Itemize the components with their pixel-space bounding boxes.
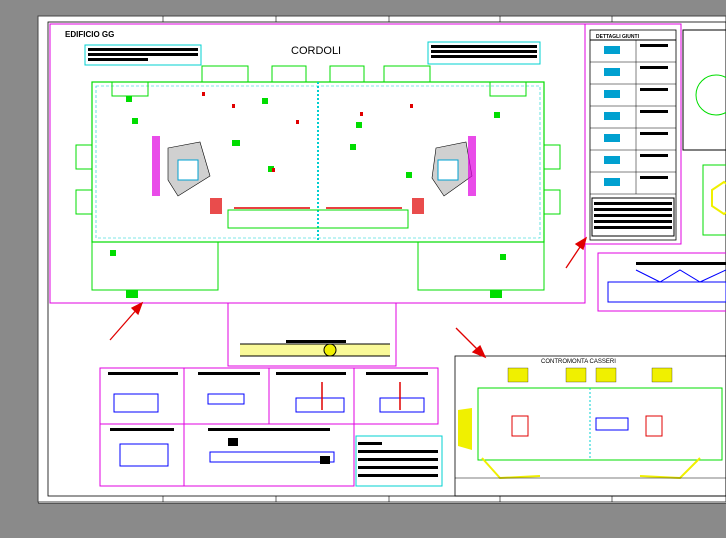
section-detail-top (227, 302, 397, 367)
detail-grid (99, 367, 443, 487)
right-detail-panels (682, 29, 726, 236)
red-arrow-icon (109, 301, 144, 341)
floor-plan (75, 65, 561, 298)
inner-border (47, 21, 726, 497)
red-arrow-icon (565, 236, 588, 269)
note-box-left (84, 44, 202, 66)
right-strip-detail (597, 252, 726, 312)
legend-panel: DETTAGLI GIUNTI (584, 23, 682, 245)
building-label: EDIFICIO GG (65, 30, 114, 39)
red-arrow-icon (455, 327, 487, 359)
main-title: CORDOLI (291, 45, 341, 57)
bottom-right-plan: CONTROMONTA CASSERI (454, 355, 726, 497)
right-plan-title: CONTROMONTA CASSERI (541, 359, 616, 365)
note-box-right (427, 41, 541, 65)
frame-ticks (162, 16, 613, 502)
legend-title: DETTAGLI GIUNTI (596, 34, 640, 40)
